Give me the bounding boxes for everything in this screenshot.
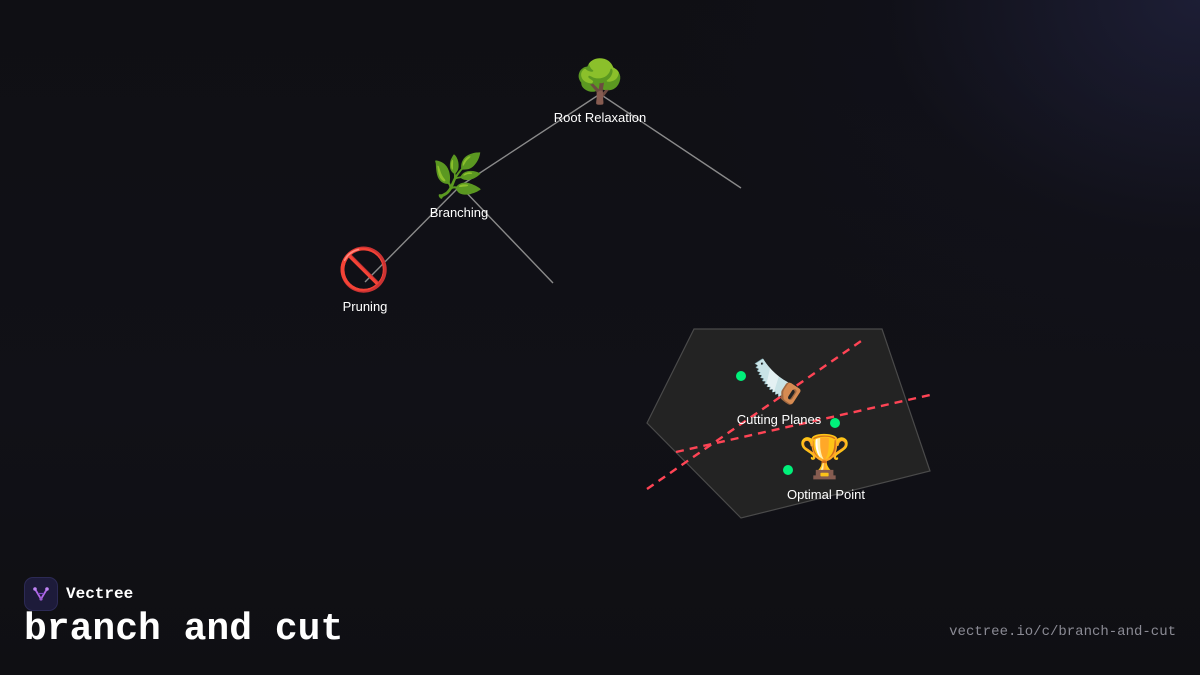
node-label-root: Root Relaxation	[554, 110, 647, 125]
vectree-logo-icon	[24, 577, 58, 611]
prohibited-icon: 🚫	[338, 245, 390, 294]
cut-line	[675, 393, 931, 454]
integer-points	[736, 371, 840, 475]
page-url[interactable]: vectree.io/c/branch-and-cut	[949, 624, 1176, 640]
integer-point	[830, 418, 840, 428]
herb-icon: 🌿	[432, 151, 484, 200]
saw-icon: 🪚	[752, 357, 804, 407]
node-label-optimal-point: Optimal Point	[787, 487, 865, 502]
edge-root-branching	[459, 93, 601, 187]
integer-point	[736, 371, 746, 381]
edge-root-right	[599, 93, 742, 189]
node-labels: Root Relaxation Branching Pruning Cuttin…	[343, 110, 866, 502]
tree-icon: 🌳	[574, 56, 626, 106]
brand: Vectree	[24, 577, 133, 611]
node-label-pruning: Pruning	[343, 299, 388, 314]
feasible-polytope	[646, 328, 931, 519]
edge-branching-right	[459, 185, 554, 284]
node-icons: 🌳 🌿 🚫 🪚 🏆	[338, 56, 851, 481]
node-label-cutting-planes: Cutting Planes	[737, 412, 822, 427]
cut-line	[646, 338, 865, 490]
integer-point	[783, 465, 793, 475]
tree-edges	[364, 93, 742, 284]
node-label-branching: Branching	[430, 205, 489, 220]
brand-name: Vectree	[66, 585, 134, 603]
trophy-icon: 🏆	[799, 432, 851, 481]
cut-lines	[646, 338, 931, 490]
edge-branching-pruning	[364, 185, 461, 283]
page-title: branch and cut	[24, 608, 344, 651]
